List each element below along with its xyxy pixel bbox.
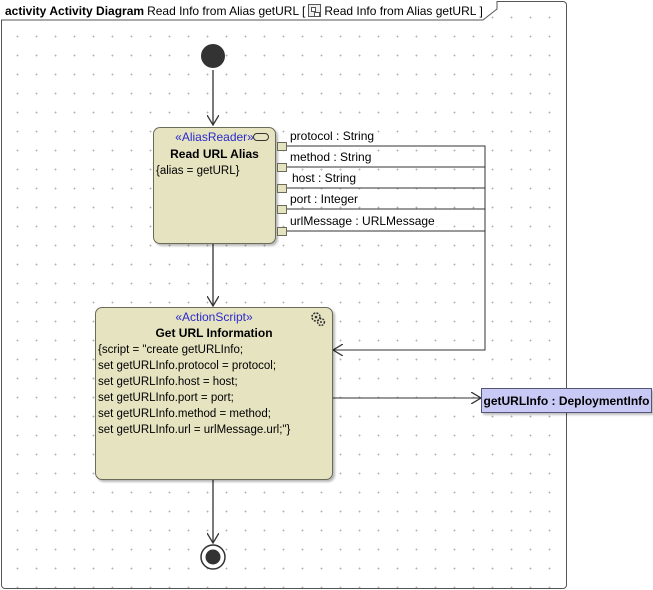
object-node-label: getURLInfo : DeploymentInfo: [483, 393, 650, 408]
action-name-get-url-information: Get URL Information: [155, 326, 273, 340]
activity-final-inner: [205, 549, 221, 565]
action-read-url-alias[interactable]: «AliasReader» Read URL Alias {alias = ge…: [153, 127, 276, 244]
object-node-deploymentinfo[interactable]: getURLInfo : DeploymentInfo: [481, 388, 652, 413]
stereotype-aliasreader: «AliasReader»: [175, 130, 254, 144]
script-block: {script = "create getURLInfo; set getURL…: [96, 342, 332, 438]
script-line: set getURLInfo.method = method;: [98, 408, 271, 420]
pin-label-host: host : String: [291, 171, 358, 185]
objflow-protocol[interactable]: [286, 145, 486, 350]
pin-port[interactable]: [277, 205, 287, 214]
alias-constraint: {alias = getURL}: [156, 165, 240, 177]
initial-node[interactable]: [201, 44, 225, 68]
pin-label-port: port : Integer: [289, 192, 360, 206]
pin-urlmessage[interactable]: [277, 227, 287, 236]
pin-host[interactable]: [277, 184, 287, 193]
script-line: set getURLInfo.host = host;: [98, 376, 238, 388]
pin-label-protocol: protocol : String: [289, 129, 376, 143]
action-name-read-url-alias: Read URL Alias: [170, 147, 259, 161]
stereotype-actionscript: «ActionScript»: [175, 310, 253, 324]
pin-protocol[interactable]: [277, 142, 287, 151]
pin-method[interactable]: [277, 163, 287, 172]
pin-label-method: method : String: [289, 150, 373, 164]
script-line: set getURLInfo.port = port;: [98, 392, 234, 404]
action-get-url-information[interactable]: «ActionScript» Get URL Information {scri…: [95, 307, 333, 480]
script-line: set getURLInfo.protocol = protocol;: [98, 360, 277, 372]
diagram-frame: [1, 1, 567, 589]
gear-icon: [311, 312, 326, 327]
pin-label-urlmessage: urlMessage : URLMessage: [289, 214, 436, 228]
script-line: {script = "create getURLInfo;: [98, 344, 244, 356]
call-behavior-icon: [253, 133, 269, 141]
script-line: set getURLInfo.url = urlMessage.url;"}: [98, 424, 291, 436]
